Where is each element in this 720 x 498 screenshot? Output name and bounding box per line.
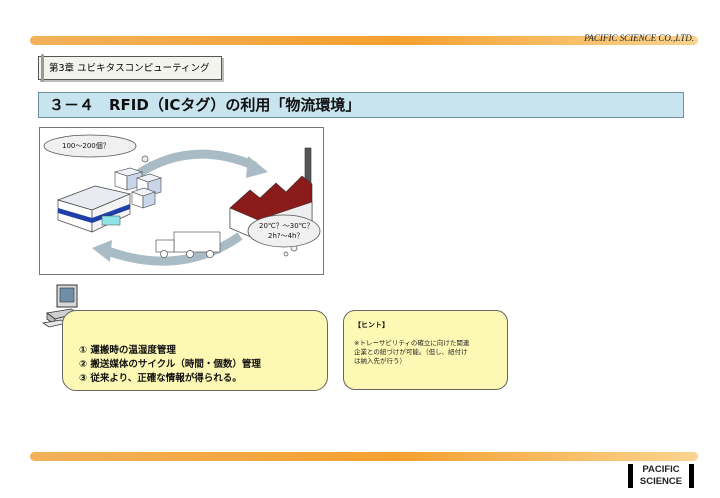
company-name: PACIFIC SCIENCE CO.,LTD. bbox=[584, 33, 694, 43]
slide-title: ３－４ RFID（ICタグ）の利用「物流環境」 bbox=[38, 92, 684, 118]
logo-line-1: PACIFIC bbox=[642, 464, 680, 475]
cargo-boxes-icon bbox=[113, 167, 162, 209]
quantity-cloud bbox=[43, 134, 137, 158]
temperature-cloud bbox=[247, 214, 321, 248]
chapter-tag: 第3章 ユビキタスコンピューティング bbox=[38, 54, 222, 82]
hint-line-1: ※トレーサビリティの確立に向けた関連 bbox=[354, 339, 470, 347]
flow-arrow-top bbox=[132, 149, 257, 180]
cloud-quantity-text: 100〜200個？ bbox=[62, 142, 110, 150]
point-1: ① 運搬時の温湿度管理 bbox=[79, 345, 176, 356]
key-points-box: ① 運搬時の温湿度管理 ② 搬送媒体のサイクル（時間・個数）管理 ③ 従来より、… bbox=[62, 310, 328, 391]
hint-box: 【ヒント】 ※トレーサビリティの確立に向けた関連 企業との紐づけが可能。（但し、… bbox=[343, 310, 508, 390]
bottom-accent-bar bbox=[30, 452, 698, 461]
logistics-diagram: 100〜200個？ 20℃？〜30℃？ 2h?〜4h？ bbox=[39, 127, 324, 275]
hint-line-2: 企業との紐づけが可能。（但し、紐付け bbox=[354, 348, 468, 356]
cloud-time-text: 2h?〜4h？ bbox=[268, 232, 304, 240]
flow-arrow-bottom bbox=[103, 232, 243, 266]
point-3: ③ 従来より、正確な情報が得られる。 bbox=[79, 373, 242, 384]
truck-icon bbox=[155, 231, 221, 258]
top-accent-bar bbox=[30, 36, 698, 45]
point-2: ② 搬送媒体のサイクル（時間・個数）管理 bbox=[79, 359, 261, 370]
cloud-temp-text: 20℃？〜30℃？ bbox=[259, 222, 314, 230]
hint-title: 【ヒント】 bbox=[354, 321, 389, 329]
warehouse-icon bbox=[56, 185, 132, 233]
computer-icon bbox=[41, 284, 81, 328]
logo-line-2: SCIENCE bbox=[639, 476, 683, 487]
hint-line-3: は納入先が行う） bbox=[354, 357, 406, 365]
